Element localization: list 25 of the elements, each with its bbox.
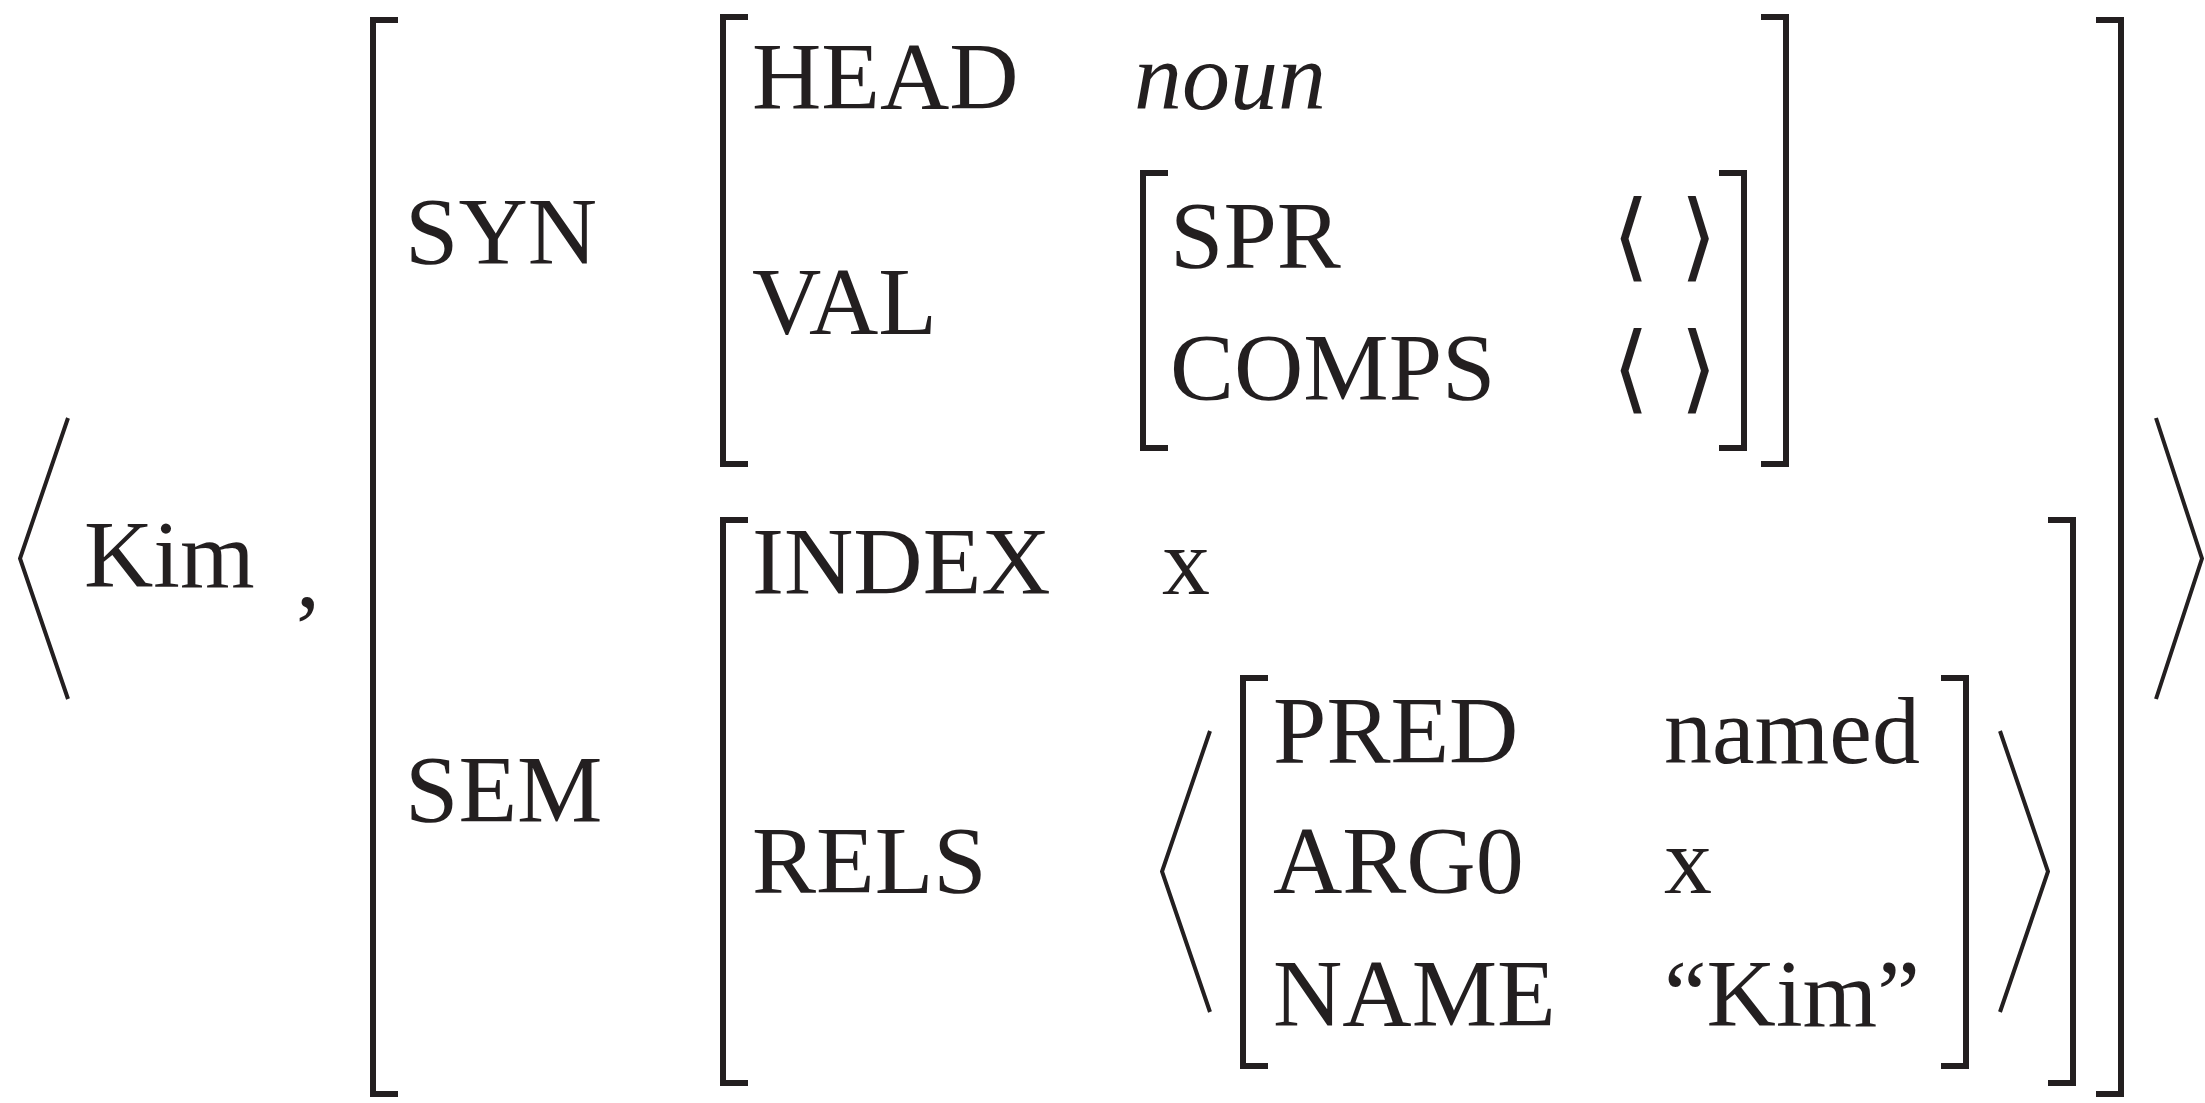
feature-value: noun — [1134, 29, 1326, 125]
feature-value: x — [1664, 813, 1712, 909]
feature-name: SYN — [405, 184, 598, 280]
feature-value: ⟨ ⟩ — [1612, 188, 1718, 284]
feature-name: VAL — [752, 254, 937, 350]
feature-name: COMPS — [1170, 320, 1496, 416]
feature-value: x — [1162, 514, 1210, 610]
feature-value: ⟨ ⟩ — [1612, 320, 1718, 416]
attribute-value-matrix — [1240, 675, 1969, 1069]
feature-name: SPR — [1170, 188, 1341, 284]
feature-value: “Kim” — [1664, 946, 1920, 1042]
feature-name: INDEX — [752, 514, 1051, 610]
feature-name: ARG0 — [1273, 813, 1524, 909]
feature-value: SEM — [405, 742, 603, 838]
feature-value: named — [1664, 683, 1920, 779]
attribute-value-matrix — [720, 14, 1789, 467]
attribute-value-matrix — [1140, 170, 1747, 451]
word-label: Kim — [84, 507, 255, 603]
feature-name: RELS — [752, 813, 987, 909]
feature-name: NAME — [1273, 946, 1556, 1042]
feature-name: PRED — [1273, 683, 1519, 779]
feature-name: HEAD — [752, 29, 1019, 125]
comma: , — [296, 527, 320, 623]
attribute-value-matrix — [370, 17, 2124, 1097]
attribute-value-matrix — [720, 517, 2076, 1086]
